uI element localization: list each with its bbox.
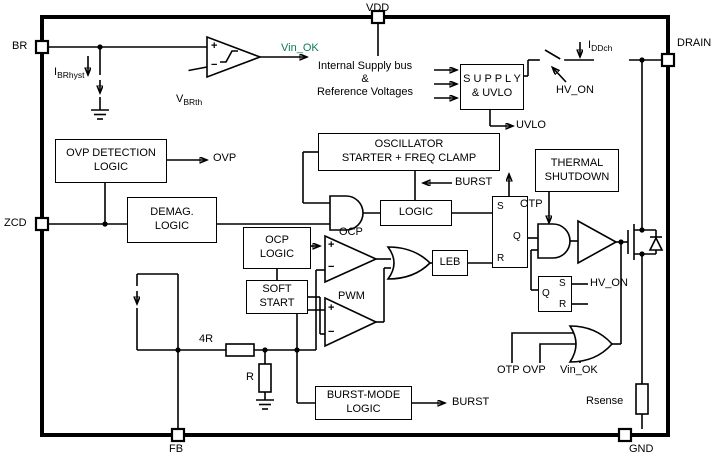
pin-label-br: BR: [12, 40, 28, 52]
resistor-r: [258, 363, 272, 393]
otp-ovp-label: OTP OVP: [497, 364, 546, 376]
pin-label-zcd: ZCD: [4, 217, 27, 229]
hv-on-switch: [539, 49, 565, 63]
iddch-label: IDDch: [588, 26, 613, 53]
block-ocp-logic: OCP LOGIC: [243, 227, 311, 269]
hv-on-label-latch: HV_ON: [590, 277, 628, 289]
block-burst-mode: BURST-MODE LOGIC: [315, 386, 412, 420]
demag-and-gate: [329, 195, 364, 231]
uvlo-label: UVLO: [516, 119, 546, 131]
pin-br-square: [34, 39, 50, 55]
latch1-q: Q: [513, 231, 521, 242]
br-comp-plus: +: [211, 40, 218, 52]
pin-zcd-square: [34, 216, 50, 232]
block-logic: LOGIC: [380, 200, 452, 226]
hysteresis-icon: [220, 50, 238, 63]
burst-label-mid: BURST: [455, 176, 493, 188]
resistor-4r-label: 4R: [199, 333, 214, 345]
block-ovp-detection: OVP DETECTION LOGIC: [55, 139, 167, 183]
pwm-comp-plus: +: [328, 302, 335, 314]
pwm-comparator-shape: [324, 296, 378, 348]
pin-vdd-square: [370, 9, 386, 25]
power-mosfet: [627, 224, 664, 260]
brth-comparator-shape: [206, 35, 263, 79]
pwm-label: PWM: [338, 290, 365, 302]
vbrth-main: V: [176, 93, 184, 105]
ocp-comp-minus: −: [328, 261, 335, 273]
current-source-iddch: [594, 50, 629, 70]
latch2-q: Q: [542, 288, 550, 299]
ocp-comp-plus: +: [328, 239, 335, 251]
burst-label-bottom: BURST: [452, 396, 490, 408]
br-comp-minus: −: [211, 59, 218, 71]
pin-gnd-square: [617, 427, 633, 443]
block-oscillator: OSCILLATOR STARTER + FREQ CLAMP: [318, 133, 500, 171]
current-source-ibrhyst: [89, 75, 111, 97]
vin-ok-label-bottom: Vin_OK: [560, 364, 598, 376]
latch1-s: S: [497, 201, 504, 212]
resistor-4r: [225, 343, 255, 357]
ocp-comparator-shape: [324, 234, 378, 284]
resistor-rsense: [635, 383, 649, 415]
latch2-s: S: [559, 278, 566, 289]
block-demag-logic: DEMAG. LOGIC: [127, 197, 217, 243]
fault-or-gate: [568, 325, 614, 363]
junction-dots: [97, 44, 645, 353]
iddch-sub: DDch: [591, 42, 613, 53]
hv-on-label-top: HV_ON: [556, 84, 594, 96]
ocp-label: OCP: [339, 226, 363, 238]
resistor-r-label: R: [246, 371, 254, 383]
pwm-or-gate: [386, 246, 432, 280]
block-soft-start: SOFT START: [246, 280, 308, 314]
ovp-label: OVP: [213, 152, 237, 164]
ibrhyst-main: I: [54, 66, 58, 78]
current-source-fb: [126, 286, 148, 308]
vin-ok-label-top: Vin_OK: [281, 42, 319, 54]
pin-fb-square: [170, 427, 186, 443]
block-thermal-shutdown: THERMAL SHUTDOWN: [535, 149, 619, 192]
pin-label-vdd: VDD: [366, 2, 390, 14]
pins: [34, 9, 676, 443]
pwm-comp-minus: −: [328, 326, 335, 338]
wires: [48, 23, 662, 429]
block-leb: LEB: [432, 250, 468, 276]
vbrth-terminal: [179, 66, 189, 76]
ibrhyst-sub: BRhyst: [57, 69, 85, 80]
pin-label-drain: DRAIN: [677, 37, 712, 49]
gate-driver-shape: [577, 219, 618, 265]
pin-label-gnd: GND: [629, 443, 654, 455]
block-supply-uvlo: S U P P L Y & UVLO: [460, 64, 524, 110]
sr-latch-main: [492, 196, 528, 268]
pin-label-fb: FB: [169, 443, 184, 455]
pin-drain-square: [660, 52, 676, 68]
latch1-r: R: [497, 253, 505, 264]
rsense-label: Rsense: [586, 395, 624, 407]
driver-and-gate: [537, 223, 571, 259]
otp-label: OTP: [520, 198, 543, 210]
internal-supply-label: Internal Supply bus & Reference Voltages: [316, 60, 413, 98]
vbrth-label: VBRth: [176, 80, 203, 107]
iddch-main: I: [588, 39, 592, 51]
ibrhyst-label: IBRhyst: [54, 53, 85, 80]
body-diode-icon: [648, 236, 664, 251]
sr-latch-hv-on: [538, 276, 572, 312]
latch2-r: R: [559, 299, 567, 310]
vbrth-sub: BRth: [183, 96, 203, 107]
